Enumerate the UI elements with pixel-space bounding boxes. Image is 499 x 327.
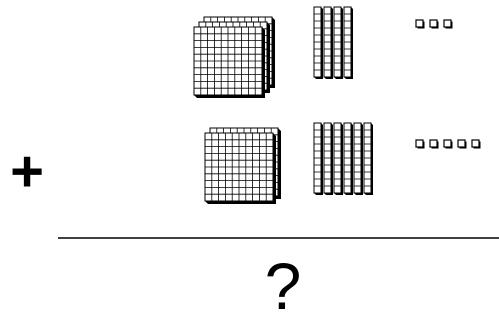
tens-rod xyxy=(324,7,333,79)
tens-rod xyxy=(354,123,363,195)
tens-rod xyxy=(344,7,353,79)
ones-cube xyxy=(472,140,481,149)
ones-cube xyxy=(444,140,453,149)
tens-rod xyxy=(334,123,343,195)
hundreds-flat xyxy=(205,133,276,204)
ones-cube xyxy=(430,20,439,29)
ones-cube xyxy=(444,20,453,29)
ones-cube xyxy=(416,20,425,29)
tens-rod xyxy=(324,123,333,195)
tens-rod xyxy=(314,7,323,79)
tens-rod xyxy=(344,123,353,195)
tens-rod xyxy=(334,7,343,79)
ones-cube xyxy=(416,140,425,149)
tens-rod xyxy=(364,123,373,195)
answer-question-mark: ? xyxy=(258,250,308,322)
first-addend-blocks xyxy=(194,7,453,98)
second-addend-blocks xyxy=(205,123,481,204)
ones-cube xyxy=(458,140,467,149)
ones-cube xyxy=(430,140,439,149)
hundreds-flat xyxy=(194,27,265,98)
plus-sign: + xyxy=(2,142,52,202)
tens-rod xyxy=(314,123,323,195)
